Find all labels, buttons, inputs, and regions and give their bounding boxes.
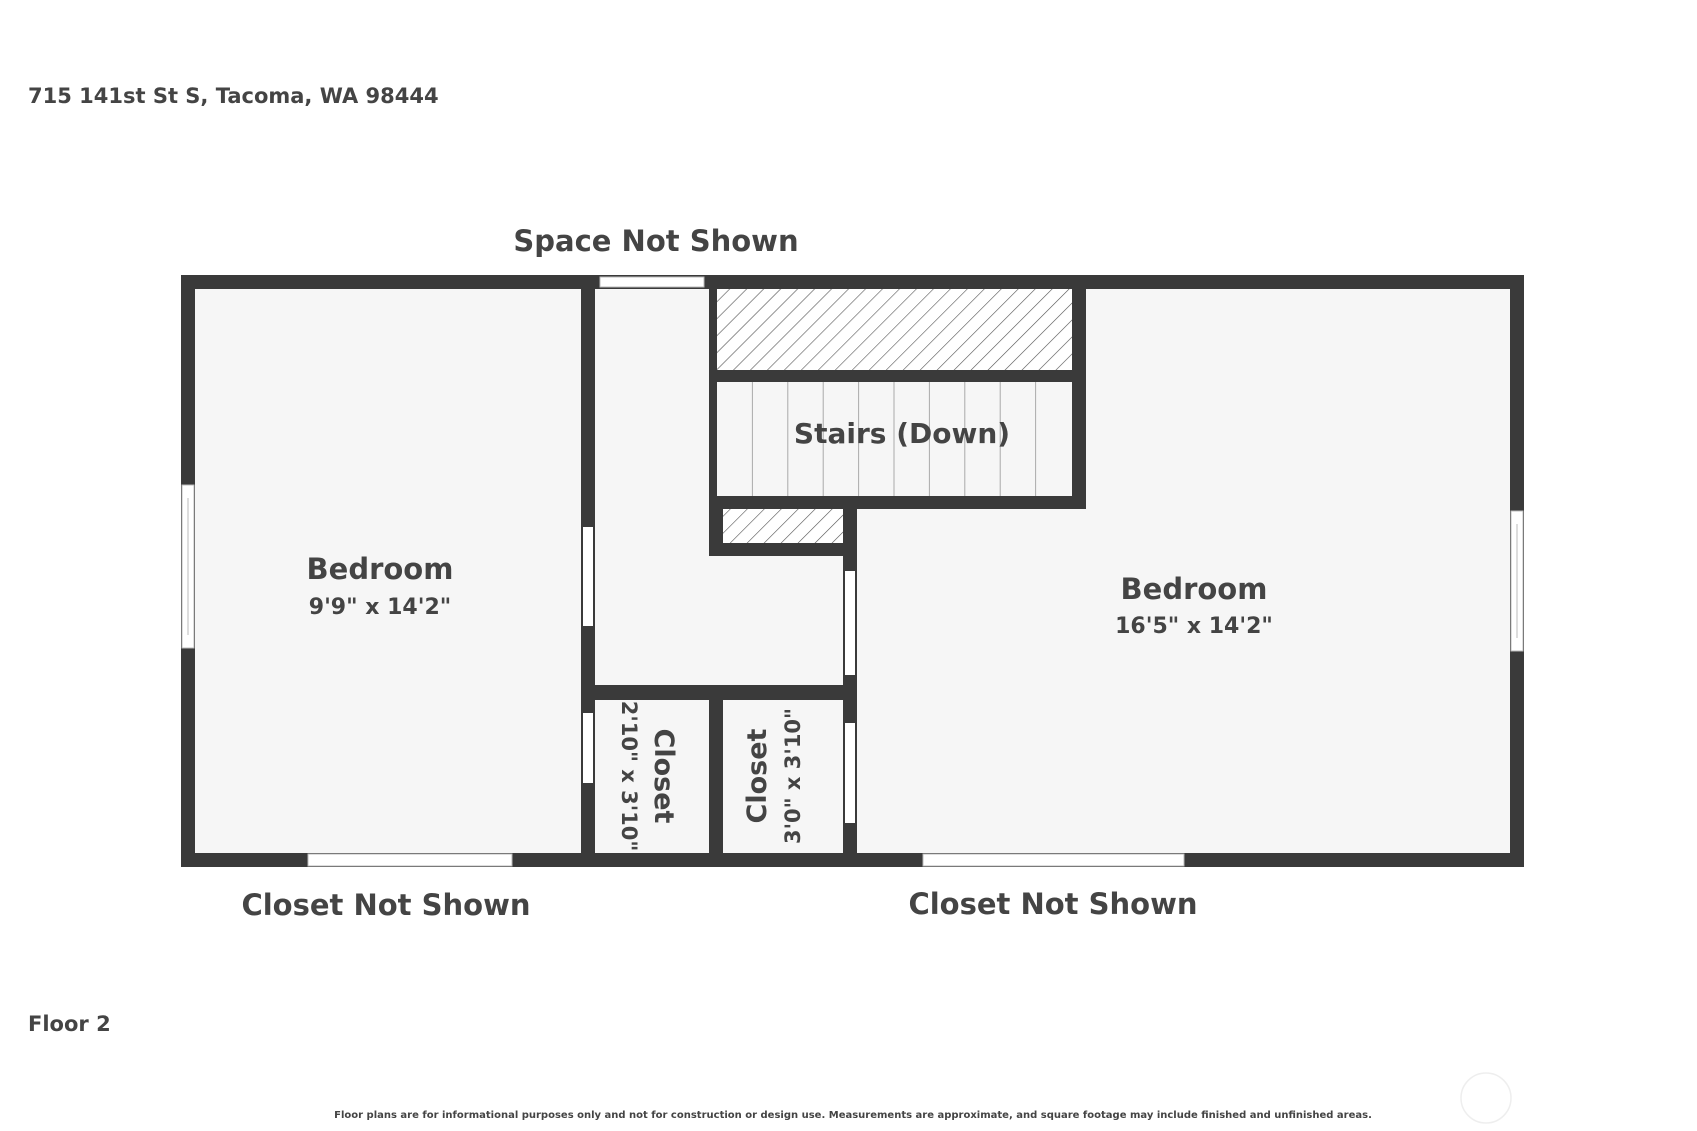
- wall-hatch-west: [709, 496, 723, 556]
- top-opening: [599, 276, 705, 288]
- badge-circle: [1460, 1072, 1512, 1124]
- wall-stair-bottom: [709, 496, 1086, 509]
- annotation-closet-not-shown-left: Closet Not Shown: [241, 888, 530, 922]
- room-dims-closet-right: 3'0" x 3'10": [781, 708, 805, 844]
- room-dims-bedroom-right: 16'5" x 14'2": [1115, 614, 1273, 639]
- address: 715 141st St S, Tacoma, WA 98444: [28, 84, 439, 108]
- wall-closet-divider: [709, 685, 723, 867]
- closet-right-floor: [723, 700, 857, 867]
- floor-label: Floor 2: [28, 1012, 111, 1036]
- window: [922, 853, 1185, 867]
- door-opening: [583, 713, 593, 783]
- wall-top: [181, 275, 1524, 289]
- room-dims-bedroom-left: 9'9" x 14'2": [309, 595, 451, 620]
- hatched-area-top: [716, 282, 1072, 374]
- wall-stair-top: [709, 370, 1086, 382]
- room-name-bedroom-right: Bedroom: [1121, 572, 1268, 606]
- room-name-closet-right: Closet: [742, 728, 773, 823]
- room-name-stairs: Stairs (Down): [794, 417, 1010, 450]
- disclaimer: Floor plans are for informational purpos…: [334, 1110, 1372, 1121]
- wall-stair-west: [709, 275, 717, 556]
- door-opening: [845, 723, 855, 823]
- window: [307, 853, 513, 867]
- door-opening: [583, 527, 593, 626]
- room-name-bedroom-left: Bedroom: [307, 552, 454, 586]
- hatched-area-small: [716, 503, 850, 543]
- annotation-closet-not-shown-right: Closet Not Shown: [908, 887, 1197, 921]
- stair-treads: [751, 382, 1037, 496]
- door-opening: [845, 571, 855, 675]
- annotation-space-not-shown: Space Not Shown: [513, 224, 798, 258]
- bedroom-left-floor: [181, 275, 595, 867]
- room-dims-closet-left: 2'10" x 3'10": [617, 701, 641, 852]
- room-name-closet-left: Closet: [648, 729, 679, 824]
- closet-left-floor: [595, 700, 723, 867]
- wall-stair-east: [1072, 275, 1086, 509]
- wall-hatch-bottom: [709, 543, 857, 556]
